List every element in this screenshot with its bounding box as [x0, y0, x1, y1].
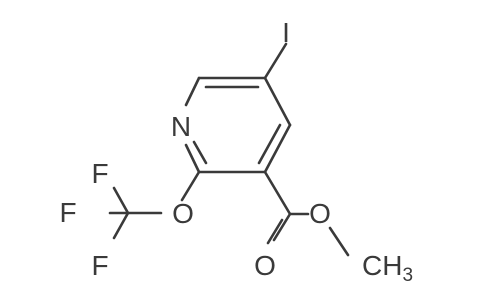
- bond-cf3-fluorine-bottom: [112, 211, 130, 240]
- atom-methyl-carbon: CH3: [362, 250, 413, 286]
- atom-labels: I N F F F O O O CH3: [59, 17, 413, 286]
- bond-c3-c4: [263, 123, 292, 174]
- atom-fluorine-left: F: [59, 197, 76, 228]
- bond-ester-carbon-carbonyl-inner: [266, 218, 284, 245]
- bonds: [108, 42, 350, 257]
- bond-c5-iodine: [263, 42, 288, 80]
- bond-ester-oxygen-methyl: [328, 226, 350, 257]
- methyl-subscript: 3: [402, 265, 413, 286]
- atom-iodine: I: [282, 17, 290, 48]
- methyl-ch-text: CH: [362, 250, 402, 281]
- bond-ester-carbon-carbonyl: [272, 212, 292, 242]
- bond-n1-c2: [184, 143, 201, 174]
- bond-n1-c2-inner: [192, 140, 208, 165]
- bond-c3-c4-inner: [257, 123, 282, 165]
- atom-nitrogen: N: [171, 111, 191, 142]
- atom-fluorine-top: F: [91, 158, 108, 189]
- bond-c4-c5: [263, 76, 292, 127]
- bond-cf3-fluorine-top: [112, 186, 130, 215]
- atom-fluorine-bottom: F: [91, 250, 108, 281]
- atom-ether-oxygen: O: [172, 198, 194, 229]
- atom-carbonyl-oxygen: O: [254, 250, 276, 281]
- bond-c6-n1: [184, 76, 201, 107]
- bond-c3-ester-carbon: [263, 170, 292, 216]
- bond-c2-ether-oxygen: [180, 170, 201, 202]
- atom-ester-oxygen: O: [309, 198, 331, 229]
